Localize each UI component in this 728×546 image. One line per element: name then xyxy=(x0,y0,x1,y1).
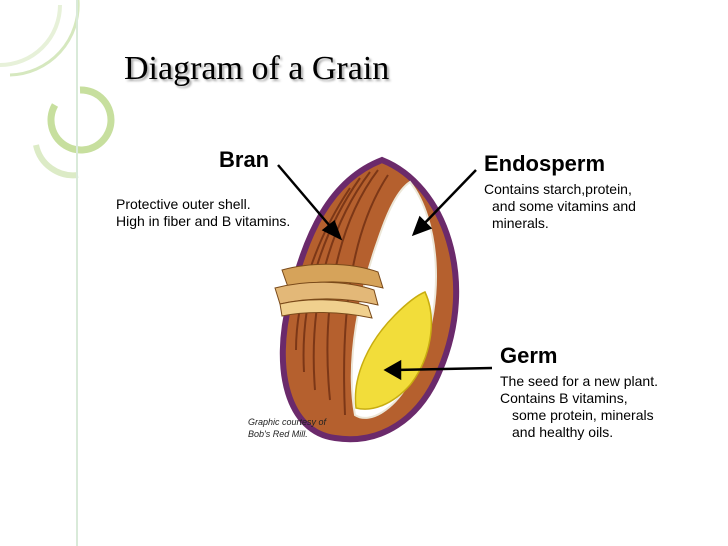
germ-line: Contains B vitamins, xyxy=(500,390,628,406)
pointer-arrows xyxy=(277,164,493,381)
germ-shape xyxy=(354,291,433,410)
bran-heading: Bran xyxy=(219,147,270,172)
bran-line: Protective outer shell. xyxy=(116,196,251,212)
peeled-bran-layers xyxy=(274,263,384,319)
divider-line xyxy=(76,0,78,546)
endosperm-line: Contains starch,protein, xyxy=(484,181,632,197)
germ-line: some protein, minerals xyxy=(512,407,654,423)
germ-line: and healthy oils. xyxy=(512,424,614,440)
germ-heading: Germ xyxy=(500,343,558,368)
credit-line: Graphic courtesy of xyxy=(248,417,327,427)
image-credit: Graphic courtesy of Bob's Red Mill. xyxy=(248,416,326,440)
germ-line: The seed for a new plant. xyxy=(500,373,658,389)
credit-line: Bob's Red Mill. xyxy=(248,429,308,439)
germ-description: The seed for a new plant. Contains B vit… xyxy=(500,373,658,441)
bran-line: High in fiber and B vitamins. xyxy=(116,213,291,229)
endosperm-line: minerals. xyxy=(492,215,549,231)
endosperm-line: and some vitamins and xyxy=(492,198,636,214)
endosperm-description: Contains starch,protein, and some vitami… xyxy=(484,181,636,232)
endosperm-heading: Endosperm xyxy=(484,151,606,176)
bran-description: Protective outer shell. High in fiber an… xyxy=(116,196,290,230)
page-title: Diagram of a Grain xyxy=(124,50,390,87)
